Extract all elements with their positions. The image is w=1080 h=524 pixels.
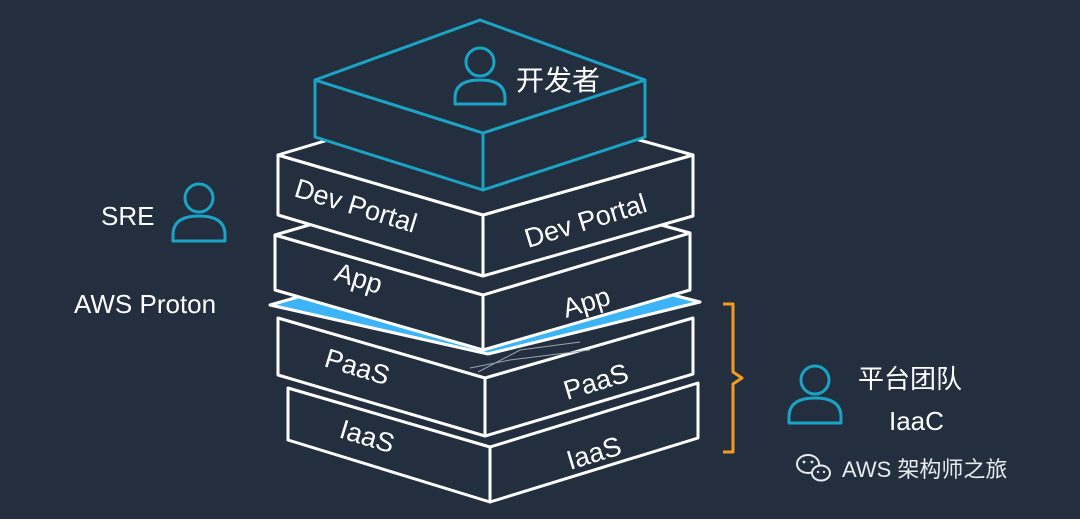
- iaas-layer: IaaS IaaS: [286, 381, 700, 504]
- platform-team-label: 平台团队: [858, 364, 962, 394]
- aws-proton-label: AWS Proton: [74, 289, 216, 319]
- sre-person-icon: [171, 182, 227, 243]
- developer-person-icon: [453, 46, 507, 106]
- paas-sketch-line: [469, 349, 591, 369]
- wechat-icon: [796, 454, 831, 482]
- developer-block: 开发者: [313, 18, 647, 192]
- platform-bracket: [723, 302, 744, 454]
- paas-sketch-line: [477, 341, 581, 373]
- sre-label: SRE: [101, 201, 154, 231]
- iaac-label: IaaC: [889, 406, 944, 436]
- watermark-text: AWS 架构师之旅: [842, 457, 1007, 482]
- developer-label: 开发者: [516, 65, 600, 96]
- platform-team-person-icon: [787, 364, 843, 425]
- iaas-right-face: [488, 381, 700, 504]
- paas-right-face: [483, 316, 695, 438]
